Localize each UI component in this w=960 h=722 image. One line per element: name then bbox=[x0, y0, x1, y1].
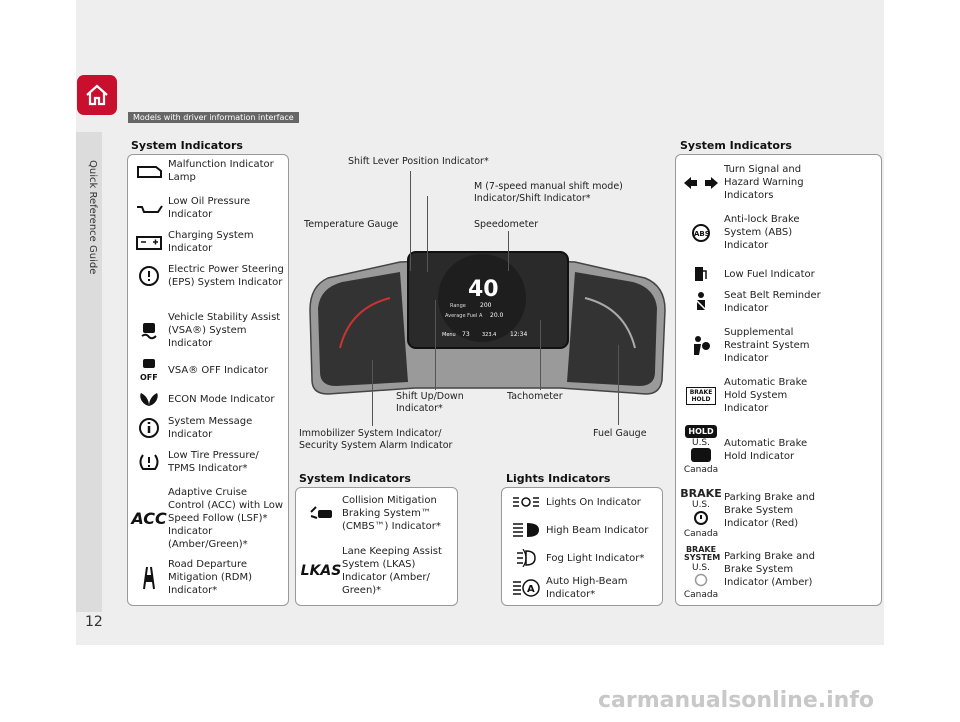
list-item: Road Departure Mitigation (RDM) Indicato… bbox=[130, 558, 288, 597]
label-shift-updown: Shift Up/Down Indicator* bbox=[396, 391, 464, 414]
hold-icon: HOLD bbox=[685, 425, 717, 438]
list-item: Malfunction Indicator Lamp bbox=[130, 158, 288, 184]
auto-high-beam-icon: A bbox=[506, 578, 546, 598]
list-item: Seat Belt Reminder Indicator bbox=[678, 289, 878, 315]
label-temperature: Temperature Gauge bbox=[304, 219, 399, 230]
steering-warning-icon bbox=[130, 265, 168, 287]
label-fuel-gauge: Fuel Gauge bbox=[593, 428, 647, 439]
list-item: ECON Mode Indicator bbox=[130, 390, 288, 408]
lights-indicator-box bbox=[501, 487, 663, 606]
info-icon bbox=[130, 417, 168, 439]
list-item: Charging System Indicator bbox=[130, 229, 288, 255]
list-item: Lights On Indicator bbox=[506, 495, 661, 509]
battery-icon bbox=[130, 233, 168, 251]
label-shift-lever: Shift Lever Position Indicator* bbox=[348, 156, 489, 167]
airbag-icon bbox=[678, 335, 724, 357]
svg-text:12:34: 12:34 bbox=[510, 331, 527, 338]
home-icon bbox=[86, 84, 108, 106]
list-item: OFF VSA® OFF Indicator bbox=[130, 358, 288, 382]
region-us: U.S. bbox=[691, 563, 711, 573]
svg-text:Average Fuel A: Average Fuel A bbox=[445, 313, 483, 319]
watermark: carmanualsonline.info bbox=[598, 688, 874, 713]
brake-system-icon: BRAKE SYSTEM bbox=[684, 545, 721, 562]
region-us: U.S. bbox=[691, 500, 711, 510]
region-us: U.S. bbox=[691, 438, 711, 448]
svg-text:OFF: OFF bbox=[140, 373, 158, 382]
high-beam-icon bbox=[506, 521, 546, 539]
brake-hold-icon: BRAKE HOLD bbox=[678, 386, 724, 405]
home-button[interactable] bbox=[77, 75, 117, 115]
svg-text:Menu: Menu bbox=[442, 332, 456, 338]
list-item: LKAS Lane Keeping Assist System (LKAS) I… bbox=[300, 546, 442, 596]
cmbs-icon bbox=[300, 504, 342, 524]
svg-text:ABS: ABS bbox=[694, 230, 710, 238]
acc-icon: ACC bbox=[131, 509, 167, 528]
list-item: Low Fuel Indicator bbox=[678, 265, 878, 283]
list-item: Fog Light Indicator* bbox=[506, 549, 661, 567]
lkas-icon: LKAS bbox=[300, 563, 342, 579]
auto-hold-canada-icon bbox=[691, 448, 711, 462]
left-indicator-box bbox=[127, 154, 289, 606]
svg-text:200: 200 bbox=[480, 302, 492, 309]
lights-section-title: Lights Indicators bbox=[506, 472, 611, 485]
brake-text-icon: BRAKE bbox=[680, 487, 722, 500]
list-item: ABS Anti-lock Brake System (ABS) Indicat… bbox=[678, 213, 878, 252]
fuel-pump-icon bbox=[678, 265, 724, 283]
oil-can-icon bbox=[130, 199, 168, 217]
page-number: 12 bbox=[85, 614, 103, 630]
sidebar-strip bbox=[76, 132, 102, 612]
list-item: Turn Signal and Hazard Warning Indicator… bbox=[678, 163, 878, 202]
mid-section-title: System Indicators bbox=[299, 472, 411, 485]
list-item: Low Oil Pressure Indicator bbox=[130, 195, 288, 221]
list-item: Supplemental Restraint System Indicator bbox=[678, 326, 878, 365]
model-tag: Models with driver information interface bbox=[128, 112, 299, 123]
list-item: System Message Indicator bbox=[130, 415, 288, 441]
mid-indicator-box bbox=[295, 487, 458, 606]
list-item: BRAKE U.S. Canada Parking Brake and Brak… bbox=[680, 487, 815, 539]
road-departure-icon bbox=[130, 565, 168, 591]
list-item: BRAKE HOLD Automatic Brake Hold System I… bbox=[678, 376, 878, 415]
econ-leaf-icon bbox=[130, 390, 168, 408]
list-item: Electric Power Steering (EPS) System Ind… bbox=[130, 263, 288, 289]
left-section-title: System Indicators bbox=[131, 139, 243, 152]
label-speedometer: Speedometer bbox=[474, 219, 539, 230]
region-canada: Canada bbox=[683, 529, 719, 539]
list-item: Collision Mitigation Braking System™ (CM… bbox=[300, 494, 456, 533]
vsa-off-icon: OFF bbox=[130, 358, 168, 382]
label-immobilizer: Immobilizer System Indicator/ Security S… bbox=[299, 428, 453, 451]
list-item: ACC Adaptive Cruise Control (ACC) with L… bbox=[131, 487, 284, 550]
brake-amber-icon bbox=[694, 573, 708, 587]
svg-text:73: 73 bbox=[462, 331, 470, 338]
list-item: High Beam Indicator bbox=[506, 521, 661, 539]
svg-text:A: A bbox=[527, 584, 535, 595]
list-item: Vehicle Stability Assist (VSA®) System I… bbox=[130, 311, 288, 350]
right-indicator-box bbox=[675, 154, 882, 606]
svg-text:Range: Range bbox=[450, 303, 466, 309]
vsa-icon bbox=[130, 320, 168, 342]
tire-pressure-icon bbox=[130, 451, 168, 473]
instrument-cluster: 40 Range 200 Average Fuel A 20.0 Menu 73… bbox=[309, 251, 666, 395]
right-section-title: System Indicators bbox=[680, 139, 792, 152]
brake-circle-icon bbox=[694, 511, 708, 525]
seat-belt-icon bbox=[678, 291, 724, 313]
abs-icon: ABS bbox=[678, 222, 724, 244]
cluster-speed: 40 bbox=[468, 277, 499, 302]
list-item: A Auto High-Beam Indicator* bbox=[506, 575, 661, 601]
svg-text:20.0: 20.0 bbox=[490, 312, 504, 319]
sidebar-title: Quick Reference Guide bbox=[87, 160, 98, 275]
list-item: Low Tire Pressure/ TPMS Indicator* bbox=[130, 449, 288, 475]
turn-signal-icon bbox=[678, 176, 724, 190]
engine-icon bbox=[130, 162, 168, 180]
label-tachometer: Tachometer bbox=[507, 391, 563, 402]
region-canada: Canada bbox=[683, 590, 719, 600]
label-m-mode: M (7-speed manual shift mode) Indicator/… bbox=[474, 181, 623, 204]
list-item: HOLD U.S. Canada Automatic Brake Hold In… bbox=[683, 425, 808, 475]
fog-light-icon bbox=[506, 549, 546, 567]
lights-on-icon bbox=[506, 495, 546, 509]
svg-text:323.4: 323.4 bbox=[482, 332, 496, 338]
region-canada: Canada bbox=[683, 465, 719, 475]
list-item: BRAKE SYSTEM U.S. Canada Parking Brake a… bbox=[683, 545, 815, 601]
